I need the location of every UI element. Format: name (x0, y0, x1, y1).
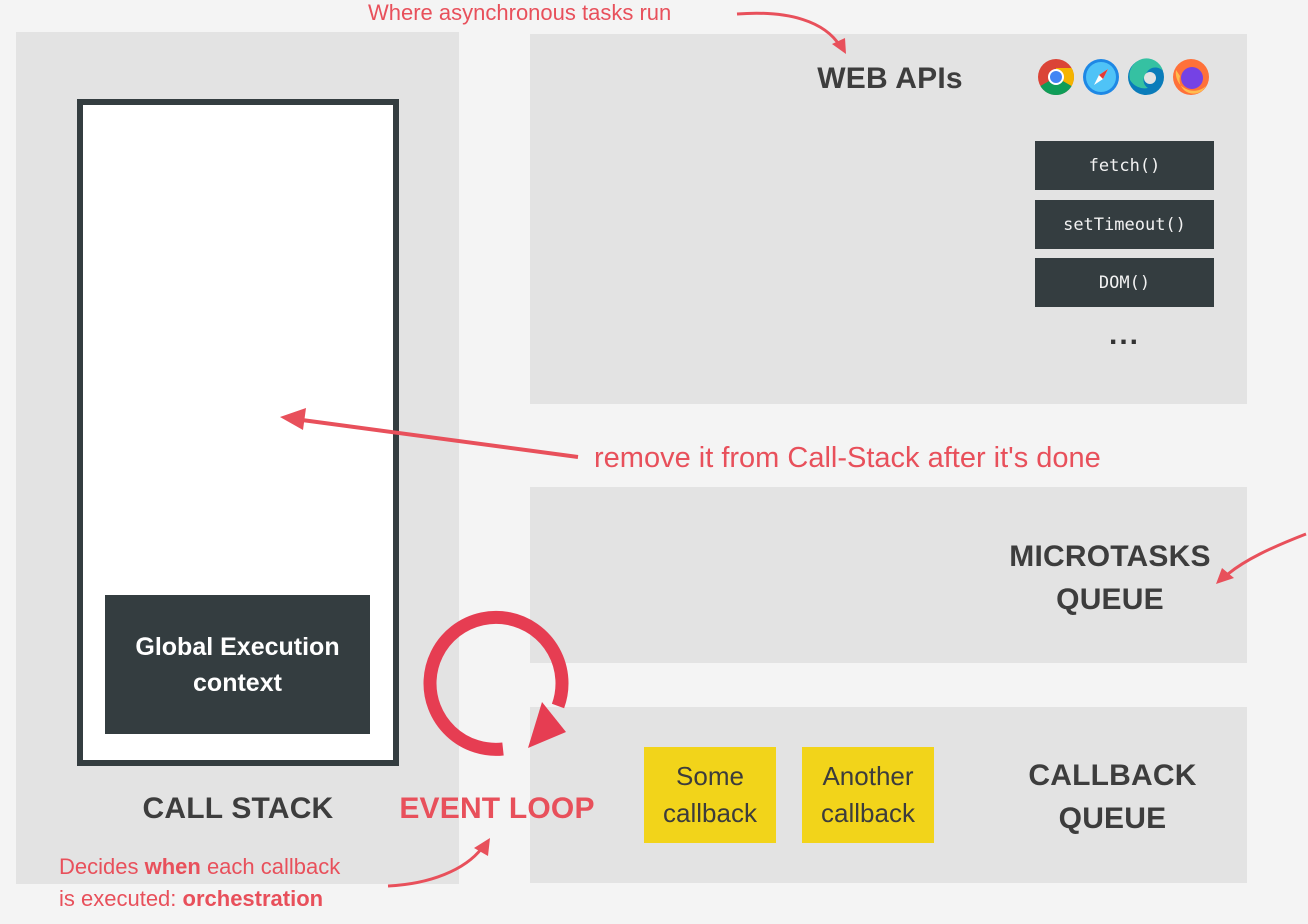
arrow-event-loop (387, 838, 490, 888)
microtasks-queue-title: MICROTASKS QUEUE (1009, 540, 1211, 616)
arrow-remove-from-stack (280, 408, 579, 459)
fetch-api-item: fetch() (1035, 141, 1214, 190)
browser-icons (1036, 56, 1216, 98)
arrow-async-tasks (736, 11, 846, 54)
callback-queue-title: CALLBACK QUEUE (1028, 759, 1197, 835)
note-line2-b: orchestration (182, 886, 324, 911)
microtasks-queue-panel (530, 487, 1247, 663)
note-remove-from-stack: remove it from Call-Stack after it's don… (594, 442, 1101, 474)
note-async-tasks: Where asynchronous tasks run (368, 0, 672, 25)
settimeout-api-item: setTimeout() (1035, 200, 1214, 249)
arrow-microtasks (1216, 532, 1307, 584)
note-event-loop-decides: Decides when each callback is executed: … (59, 851, 340, 915)
note-line2-a: is executed: (59, 886, 183, 911)
web-apis-title: WEB APIs (817, 62, 963, 95)
callback-item-another: Another callback (802, 747, 934, 843)
note-line1-a: Decides (59, 854, 145, 879)
chrome-icon (1038, 59, 1075, 96)
firefox-icon (1173, 59, 1209, 95)
more-apis-ellipsis: ... (1108, 318, 1140, 351)
callback-item-some: Some callback (644, 747, 776, 843)
global-execution-context: Global Execution context (105, 595, 370, 734)
note-line1-b: when (144, 854, 201, 879)
event-loop-title: EVENT LOOP (399, 792, 595, 825)
note-line1-c: each callback (200, 854, 341, 879)
safari-icon (1083, 59, 1119, 95)
event-loop-icon (423, 610, 569, 756)
dom-api-item: DOM() (1035, 258, 1214, 307)
call-stack-title: CALL STACK (142, 792, 334, 825)
edge-icon (1128, 58, 1164, 95)
